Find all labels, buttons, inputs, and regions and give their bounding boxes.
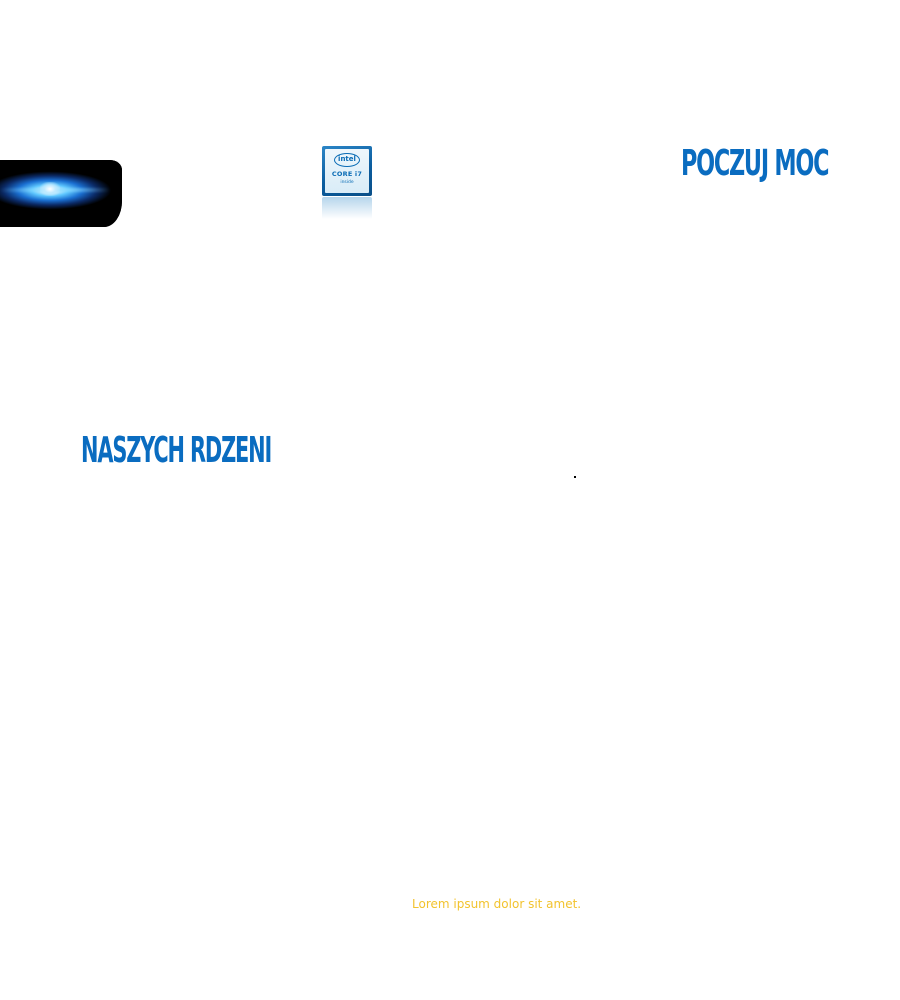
footer-text: Lorem ipsum dolor sit amet. bbox=[412, 897, 582, 911]
glow-halo bbox=[0, 160, 122, 227]
headline-middle: NASZYCH RDZENI bbox=[81, 430, 272, 471]
light-core bbox=[40, 182, 60, 196]
intel-core-i7-badge-icon: intel CORE i7 inside bbox=[322, 146, 372, 220]
badge-brand: intel bbox=[338, 155, 356, 163]
badge-model: CORE i7 bbox=[331, 170, 363, 178]
badge-frame: intel CORE i7 inside bbox=[322, 146, 372, 196]
badge-face: intel CORE i7 inside bbox=[325, 149, 369, 193]
headline-top: POCZUJ MOC bbox=[681, 143, 830, 184]
badge-reflection bbox=[322, 197, 372, 219]
dot-mark bbox=[574, 476, 576, 478]
intel-logo-icon: intel bbox=[334, 153, 360, 167]
glowing-lens-icon bbox=[0, 160, 122, 227]
badge-suffix: inside bbox=[340, 180, 354, 185]
